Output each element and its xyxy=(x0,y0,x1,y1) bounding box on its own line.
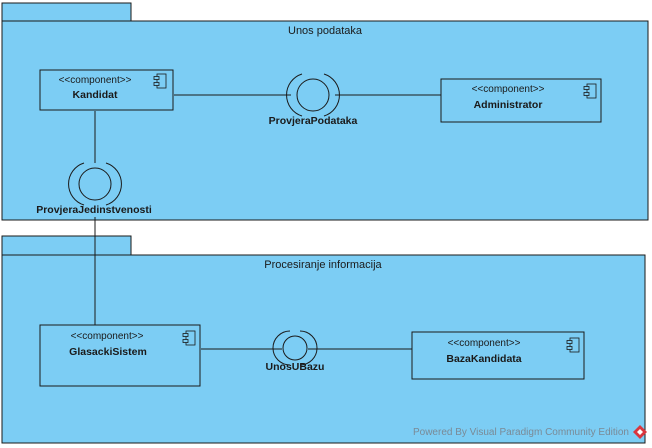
component-stereotype: <<component>> xyxy=(71,331,144,342)
component-box xyxy=(440,78,602,123)
socket-icon xyxy=(272,330,291,366)
ball-icon xyxy=(282,335,308,361)
component-name: Administrator xyxy=(474,99,543,111)
component-name: Kandidat xyxy=(73,89,118,101)
ball-icon xyxy=(296,78,330,112)
package-tab xyxy=(1,2,132,23)
interface-provjera-podataka[interactable]: ProvjeraPodataka xyxy=(269,73,358,127)
component-stereotype: <<component>> xyxy=(472,84,545,95)
package-title: Procesiranje informacija xyxy=(264,259,382,271)
ball-icon xyxy=(78,167,112,201)
package-tab xyxy=(1,235,132,257)
watermark: Powered By Visual Paradigm Community Edi… xyxy=(413,425,647,439)
component-box xyxy=(39,69,174,111)
component-box xyxy=(411,331,585,380)
interface-unos-u-bazu[interactable]: UnosUBazu xyxy=(266,330,325,373)
component-baza-kandidata[interactable]: <<component>> BazaKandidata xyxy=(411,331,585,380)
component-glasacki-sistem[interactable]: <<component>> GlasackiSistem xyxy=(39,324,201,387)
socket-icon xyxy=(323,73,340,117)
component-stereotype: <<component>> xyxy=(448,338,521,349)
socket-icon xyxy=(299,330,318,366)
component-box xyxy=(39,324,201,387)
interface-name: UnosUBazu xyxy=(266,361,325,373)
component-icon xyxy=(153,73,167,89)
component-name: GlasackiSistem xyxy=(69,346,147,358)
interface-provjera-jedinstvenosti[interactable]: ProvjeraJedinstvenosti xyxy=(36,162,152,216)
component-kandidat[interactable]: <<component>> Kandidat xyxy=(39,69,174,111)
socket-icon xyxy=(68,162,85,206)
component-administrator[interactable]: <<component>> Administrator xyxy=(440,78,602,123)
watermark-text: Powered By Visual Paradigm Community Edi… xyxy=(413,427,629,438)
visual-paradigm-logo-icon xyxy=(633,425,647,439)
interface-name: ProvjeraJedinstvenosti xyxy=(36,204,152,216)
component-icon xyxy=(583,83,597,99)
component-name: BazaKandidata xyxy=(446,353,521,365)
socket-icon xyxy=(105,162,122,206)
interface-name: ProvjeraPodataka xyxy=(269,115,358,127)
component-icon xyxy=(182,330,196,346)
package-title: Unos podataka xyxy=(288,25,363,37)
connectors xyxy=(94,94,441,350)
component-stereotype: <<component>> xyxy=(59,75,132,86)
socket-icon xyxy=(286,73,303,117)
component-icon xyxy=(566,337,580,353)
